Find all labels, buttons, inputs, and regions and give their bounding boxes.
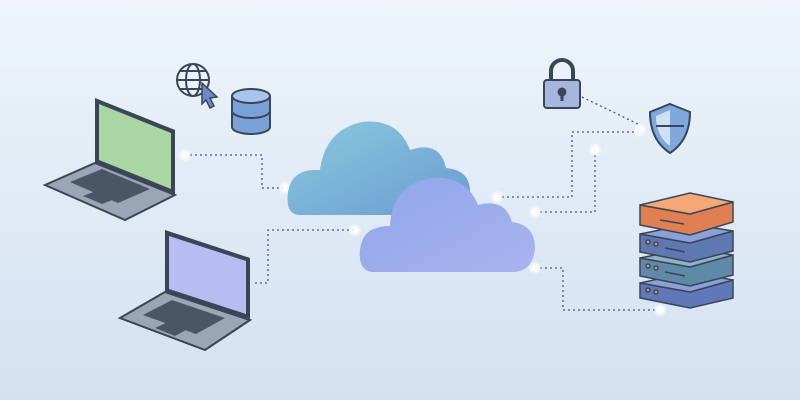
cursor-icon <box>201 81 219 110</box>
node <box>178 148 192 162</box>
server-unit <box>639 192 734 236</box>
node <box>528 205 542 219</box>
database-icon <box>231 88 271 135</box>
node <box>348 223 362 237</box>
node <box>528 261 542 275</box>
laptop-icon <box>42 98 178 222</box>
shield-icon <box>648 102 692 155</box>
laptop-icon <box>117 230 253 352</box>
node <box>633 123 647 137</box>
connector-nodes <box>178 123 667 317</box>
connector-cloud-security <box>535 150 596 213</box>
node <box>490 190 504 204</box>
cloud-icon <box>359 177 535 272</box>
connector-lines <box>185 96 660 311</box>
server-stack-icon <box>639 192 734 309</box>
connector-lock-shield <box>581 96 641 126</box>
connector-laptop2-cloud <box>255 229 356 284</box>
node <box>653 303 667 317</box>
node <box>588 143 602 157</box>
lock-icon <box>543 58 581 109</box>
